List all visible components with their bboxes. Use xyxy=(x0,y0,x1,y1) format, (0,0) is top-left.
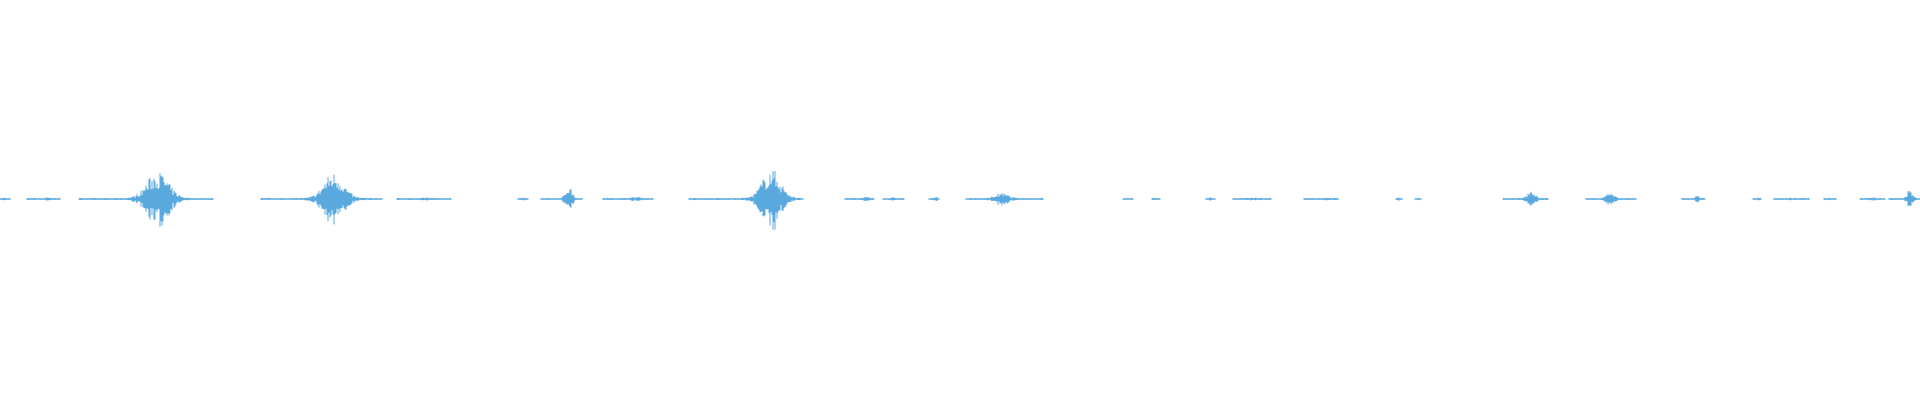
waveform-burst xyxy=(844,197,875,201)
waveform-burst xyxy=(1888,191,1920,207)
waveform-burst xyxy=(965,193,1044,206)
waveform-burst xyxy=(1681,196,1706,203)
waveform-burst xyxy=(1395,197,1403,201)
waveform-burst xyxy=(688,171,804,230)
waveform-burst xyxy=(26,197,61,201)
waveform-burst xyxy=(1585,193,1637,205)
waveform-burst xyxy=(1859,197,1886,201)
waveform-burst xyxy=(78,173,214,227)
waveform-burst xyxy=(1752,197,1762,201)
waveform-burst xyxy=(928,197,940,201)
waveform-burst xyxy=(1151,198,1161,201)
waveform-burst xyxy=(1502,191,1549,206)
waveform-burst xyxy=(1823,197,1837,201)
waveform-burst xyxy=(1773,197,1810,201)
waveform-burst xyxy=(602,197,654,201)
waveform-burst xyxy=(1303,197,1339,201)
waveform-burst xyxy=(1232,197,1272,201)
waveform-burst xyxy=(260,174,383,225)
waveform-burst xyxy=(1122,198,1134,200)
waveform-burst xyxy=(1414,197,1422,201)
waveform-burst xyxy=(540,189,583,208)
waveform-burst xyxy=(0,197,11,201)
waveform-burst xyxy=(1205,197,1216,201)
waveform-burst xyxy=(517,197,529,201)
waveform-burst xyxy=(396,197,452,201)
waveform-burst xyxy=(882,197,905,201)
